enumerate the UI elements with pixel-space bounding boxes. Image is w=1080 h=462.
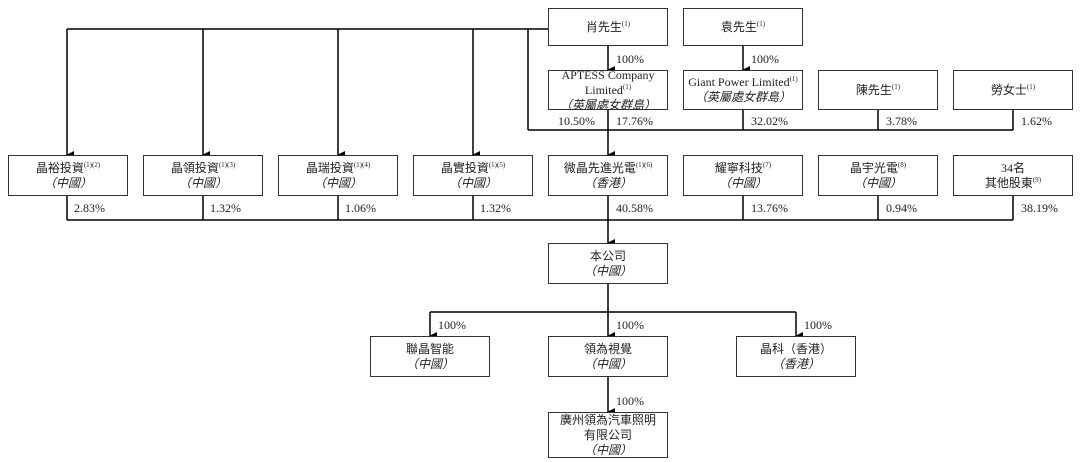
pct-giant: 32.02% — [751, 114, 788, 128]
footnote-mark: (1) — [621, 19, 631, 28]
pct-shareholder-7: 0.94% — [886, 201, 917, 215]
holding-jurisdiction: （英屬處女群島） — [559, 97, 656, 112]
shareholder-jurisdiction: （中國） — [853, 175, 902, 190]
pct-lao: 1.62% — [1021, 114, 1052, 128]
shareholder-name: 晶裕投資 — [35, 160, 84, 175]
shareholder-box-7: 晶宇光電(8) （中國） — [818, 155, 938, 196]
person-box-xiao: 肖先生(1) — [548, 8, 668, 46]
shareholder-box-4: 晶實投資(1)(5) （中國） — [413, 155, 533, 196]
pct-chen: 3.78% — [886, 114, 917, 128]
shareholder-box-5: 微晶先進光電(1)(6) （香港） — [548, 155, 668, 196]
pct-subsidiary-3: 100% — [804, 318, 832, 332]
footnote-mark: (1)(3) — [218, 160, 236, 169]
holding-box-aptess: APTESS Company Limited(1) （英屬處女群島） — [548, 67, 668, 112]
person-box-chen: 陳先生(1) — [818, 70, 938, 110]
footnote-mark: (1) — [1026, 82, 1036, 91]
pct-subsidiary-1: 100% — [438, 318, 466, 332]
subsidiary-name: 聯晶智能 — [405, 341, 454, 356]
footnote-mark: (9) — [1032, 175, 1042, 184]
shareholder-name: 晶實投資 — [440, 160, 489, 175]
holding-name-line2: Limited — [584, 82, 623, 97]
pct-grandchild: 100% — [616, 394, 644, 408]
pct-aptess-right: 17.76% — [616, 114, 653, 128]
shareholder-name: 晶瑞投資 — [305, 160, 354, 175]
shareholder-jurisdiction: （中國） — [718, 175, 767, 190]
shareholder-box-6: 耀寧科技(7) （中國） — [683, 155, 803, 196]
pct-xiao-aptess: 100% — [616, 52, 644, 66]
pct-subsidiary-2: 100% — [616, 318, 644, 332]
pct-shareholder-3: 1.06% — [345, 201, 376, 215]
shareholder-jurisdiction: （中國） — [43, 175, 92, 190]
holding-name: Giant Power Limited — [688, 75, 790, 89]
footnote-mark: (1) — [891, 82, 901, 91]
person-name: 袁先生 — [720, 19, 757, 34]
pct-shareholder-1: 2.83% — [74, 201, 105, 215]
shareholder-name: 微晶先進光電 — [563, 160, 636, 175]
footnote-mark: (7) — [762, 160, 772, 169]
subsidiary-box-lingwei: 領為視覺 （中國） — [548, 336, 668, 377]
footnote-mark: (1) — [789, 75, 798, 83]
holding-box-giant-power: Giant Power Limited(1) （英屬處女群島） — [683, 70, 803, 110]
shareholder-box-2: 晶領投資(1)(3) （中國） — [143, 155, 263, 196]
shareholder-box-8: 34名 其他股東(9) — [953, 155, 1073, 196]
grandchild-name-line2: 有限公司 — [583, 427, 632, 442]
holding-jurisdiction: （英屬處女群島） — [694, 90, 791, 104]
person-name: 陳先生 — [855, 82, 892, 97]
shareholder-name: 晶宇光電 — [849, 160, 898, 175]
pct-yuan-giant: 100% — [751, 52, 779, 66]
footnote-mark: (8) — [897, 160, 907, 169]
shareholder-name: 34名 — [1000, 160, 1025, 175]
company-name: 本公司 — [589, 248, 626, 263]
footnote-mark: (1) — [622, 82, 632, 91]
shareholder-jurisdiction: （中國） — [313, 175, 362, 190]
footnote-mark: (1) — [756, 19, 766, 28]
pct-shareholder-5: 40.58% — [616, 201, 653, 215]
footnote-mark: (1)(4) — [353, 160, 371, 169]
company-jurisdiction: （中國） — [583, 263, 632, 278]
grandchild-box-guangzhou-lingwei: 廣州領為汽車照明 有限公司 （中國） — [548, 412, 668, 458]
shareholder-jurisdiction: （中國） — [448, 175, 497, 190]
shareholder-box-3: 晶瑞投資(1)(4) （中國） — [278, 155, 398, 196]
grandchild-name-line1: 廣州領為汽車照明 — [559, 412, 656, 427]
shareholder-jurisdiction: （中國） — [178, 175, 227, 190]
subsidiary-name: 晶科（香港） — [759, 341, 832, 356]
subsidiary-jurisdiction: （中國） — [405, 356, 454, 371]
footnote-mark: (1)(2) — [83, 160, 101, 169]
subsidiary-box-jingke-hk: 晶科（香港） （香港） — [736, 336, 856, 377]
subsidiary-name: 領為視覺 — [583, 341, 632, 356]
pct-shareholder-8: 38.19% — [1021, 201, 1058, 215]
footnote-mark: (1)(6) — [635, 160, 653, 169]
person-name: 勞女士 — [990, 82, 1027, 97]
footnote-mark: (1)(5) — [488, 160, 506, 169]
pct-shareholder-2: 1.32% — [210, 201, 241, 215]
shareholder-name: 晶領投資 — [170, 160, 219, 175]
subsidiary-jurisdiction: （香港） — [771, 356, 820, 371]
pct-shareholder-4: 1.32% — [480, 201, 511, 215]
holding-name-line1: APTESS Company — [561, 67, 655, 82]
subsidiary-jurisdiction: （中國） — [583, 356, 632, 371]
person-box-yuan: 袁先生(1) — [683, 8, 803, 46]
shareholder-name: 耀寧科技 — [714, 160, 763, 175]
shareholder-box-1: 晶裕投資(1)(2) （中國） — [8, 155, 128, 196]
pct-shareholder-6: 13.76% — [751, 201, 788, 215]
shareholder-jurisdiction: （香港） — [583, 175, 632, 190]
grandchild-jurisdiction: （中國） — [583, 442, 632, 457]
person-box-lao: 勞女士(1) — [953, 70, 1073, 110]
company-box: 本公司 （中國） — [548, 243, 668, 284]
pct-aptess-left: 10.50% — [558, 114, 595, 128]
shareholder-name-line2: 其他股東 — [984, 175, 1033, 190]
subsidiary-box-lianjing: 聯晶智能 （中國） — [370, 336, 490, 377]
person-name: 肖先生 — [585, 19, 622, 34]
